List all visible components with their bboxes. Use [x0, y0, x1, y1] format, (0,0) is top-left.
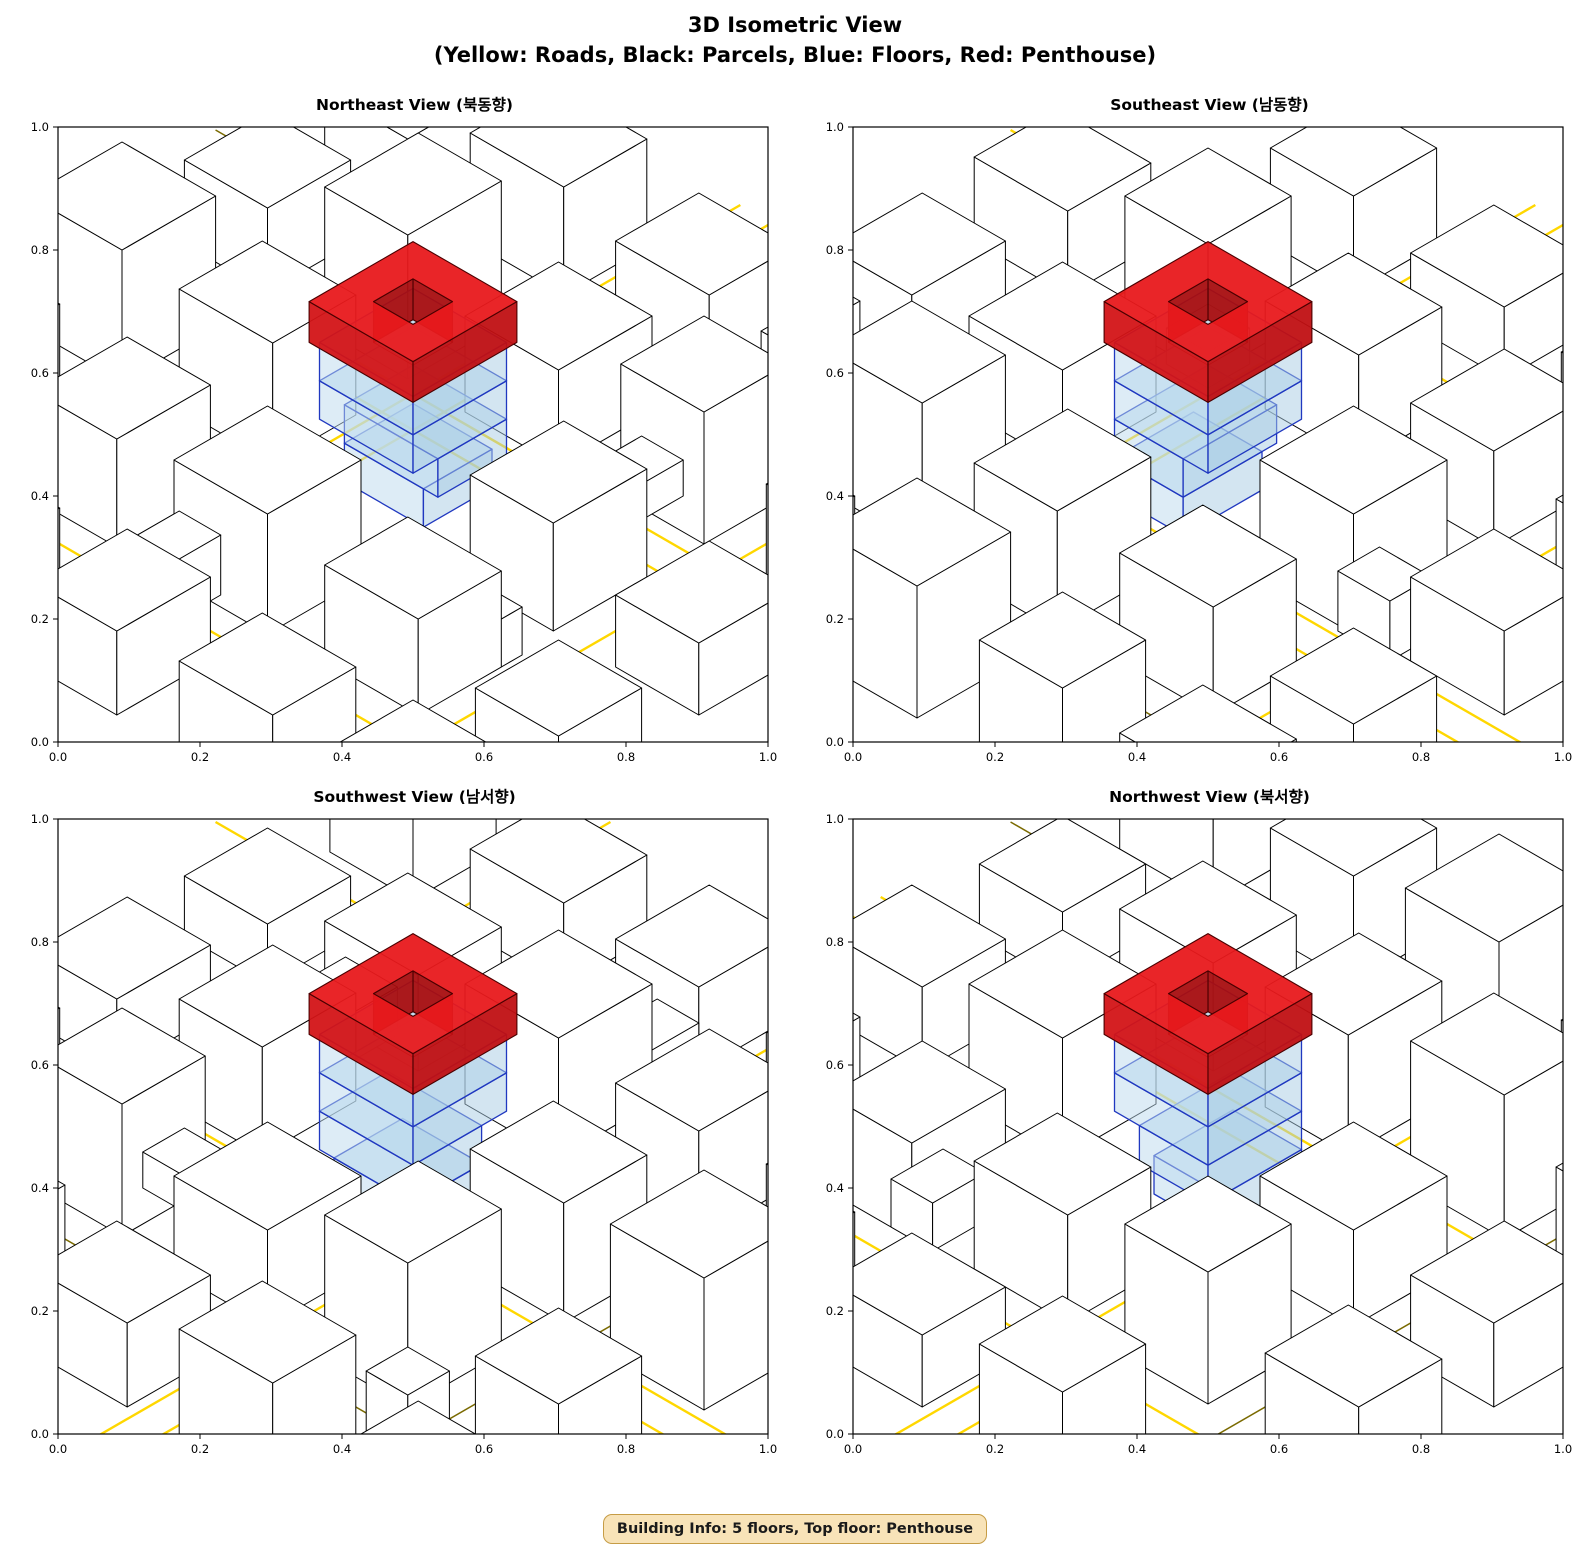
svg-text:0.6: 0.6 [474, 750, 492, 764]
svg-text:0.6: 0.6 [825, 1058, 843, 1072]
svg-text:0.0: 0.0 [48, 1442, 66, 1456]
building-info-badge: Building Info: 5 floors, Top floor: Pent… [602, 1514, 988, 1544]
svg-text:0.8: 0.8 [30, 935, 48, 949]
svg-text:0.0: 0.0 [825, 735, 843, 749]
plot-northeast: 0.00.0 0.2 0.2 0.4 0.4 0.6 0.6 0.8 0.8 1.0 1.0 [30, 120, 776, 764]
svg-text:1.0: 1.0 [1553, 1442, 1571, 1456]
footer: Building Info: 5 floors, Top floor: Pent… [0, 1514, 1590, 1544]
svg-text:0.2: 0.2 [190, 750, 208, 764]
svg-text:0.4: 0.4 [30, 1181, 48, 1195]
svg-text:1.0: 1.0 [758, 750, 776, 764]
svg-text:0.2: 0.2 [985, 750, 1003, 764]
plot-northwest: 0.00.0 0.2 0.2 0.4 0.4 0.6 0.6 0.8 0.8 1.0 1.0 [825, 812, 1571, 1456]
svg-text:0.8: 0.8 [30, 243, 48, 257]
svg-text:0.4: 0.4 [825, 489, 843, 503]
axis-ticks: 0.00.0 0.2 0.2 0.4 0.4 0.6 0.6 0.8 0.8 1.0 1.0 [825, 120, 1571, 764]
plot-frame [851, 818, 1564, 1435]
svg-text:0.2: 0.2 [985, 1442, 1003, 1456]
svg-text:0.6: 0.6 [825, 366, 843, 380]
svg-text:0.2: 0.2 [30, 1304, 48, 1318]
svg-text:0.0: 0.0 [843, 750, 861, 764]
panel-northwest-title: Northwest View (북서향) [1109, 787, 1310, 806]
svg-text:0.4: 0.4 [1127, 750, 1145, 764]
svg-text:0.4: 0.4 [825, 1181, 843, 1195]
svg-text:0.6: 0.6 [30, 1058, 48, 1072]
svg-text:0.0: 0.0 [48, 750, 66, 764]
scene [57, 126, 768, 742]
axis-ticks: 0.00.0 0.2 0.2 0.4 0.4 0.6 0.6 0.8 0.8 1.0 1.0 [30, 120, 776, 764]
svg-text:1.0: 1.0 [825, 120, 843, 134]
plot-southeast: 0.00.0 0.2 0.2 0.4 0.4 0.6 0.6 0.8 0.8 1.0 1.0 [825, 120, 1571, 764]
panel-southeast-title: Southeast View (남동향) [1110, 95, 1309, 114]
svg-text:0.0: 0.0 [843, 1442, 861, 1456]
plot-frame [851, 126, 1564, 743]
svg-text:0.6: 0.6 [474, 1442, 492, 1456]
svg-text:0.6: 0.6 [1269, 750, 1287, 764]
svg-text:0.2: 0.2 [825, 612, 843, 626]
svg-text:0.8: 0.8 [616, 750, 634, 764]
scene [852, 126, 1563, 742]
svg-text:1.0: 1.0 [30, 120, 48, 134]
svg-text:0.4: 0.4 [1127, 1442, 1145, 1456]
svg-text:0.2: 0.2 [190, 1442, 208, 1456]
svg-text:0.6: 0.6 [30, 366, 48, 380]
figure-title: 3D Isometric View (Yellow: Roads, Black:… [0, 0, 1590, 71]
axis-ticks: 0.00.0 0.2 0.2 0.4 0.4 0.6 0.6 0.8 0.8 1.0 1.0 [30, 812, 776, 1456]
scene [57, 818, 768, 1434]
svg-text:0.8: 0.8 [825, 243, 843, 257]
svg-text:0.8: 0.8 [616, 1442, 634, 1456]
figure-title-line1: 3D Isometric View [687, 13, 903, 37]
svg-text:0.8: 0.8 [1411, 750, 1429, 764]
svg-text:1.0: 1.0 [30, 812, 48, 826]
svg-text:1.0: 1.0 [758, 1442, 776, 1456]
plot-southwest: 0.00.0 0.2 0.2 0.4 0.4 0.6 0.6 0.8 0.8 1.0 1.0 [30, 812, 776, 1456]
svg-text:0.8: 0.8 [1411, 1442, 1429, 1456]
svg-text:0.6: 0.6 [1269, 1442, 1287, 1456]
panel-southwest-title: Southwest View (남서향) [313, 787, 516, 806]
svg-text:0.4: 0.4 [332, 750, 350, 764]
svg-text:0.2: 0.2 [825, 1304, 843, 1318]
svg-text:0.2: 0.2 [30, 612, 48, 626]
axis-ticks: 0.00.0 0.2 0.2 0.4 0.4 0.6 0.6 0.8 0.8 1.0 1.0 [825, 812, 1571, 1456]
svg-text:1.0: 1.0 [1553, 750, 1571, 764]
svg-text:0.4: 0.4 [332, 1442, 350, 1456]
plot-frame [56, 818, 769, 1435]
plot-frame [56, 126, 769, 743]
svg-text:0.0: 0.0 [30, 735, 48, 749]
svg-text:0.8: 0.8 [825, 935, 843, 949]
svg-text:1.0: 1.0 [825, 812, 843, 826]
panel-northeast-title: Northeast View (북동향) [316, 95, 513, 114]
scene [852, 818, 1563, 1434]
svg-text:0.0: 0.0 [825, 1427, 843, 1441]
svg-text:0.0: 0.0 [30, 1427, 48, 1441]
svg-text:0.4: 0.4 [30, 489, 48, 503]
figure-title-line2: (Yellow: Roads, Black: Parcels, Blue: Fl… [433, 43, 1157, 68]
